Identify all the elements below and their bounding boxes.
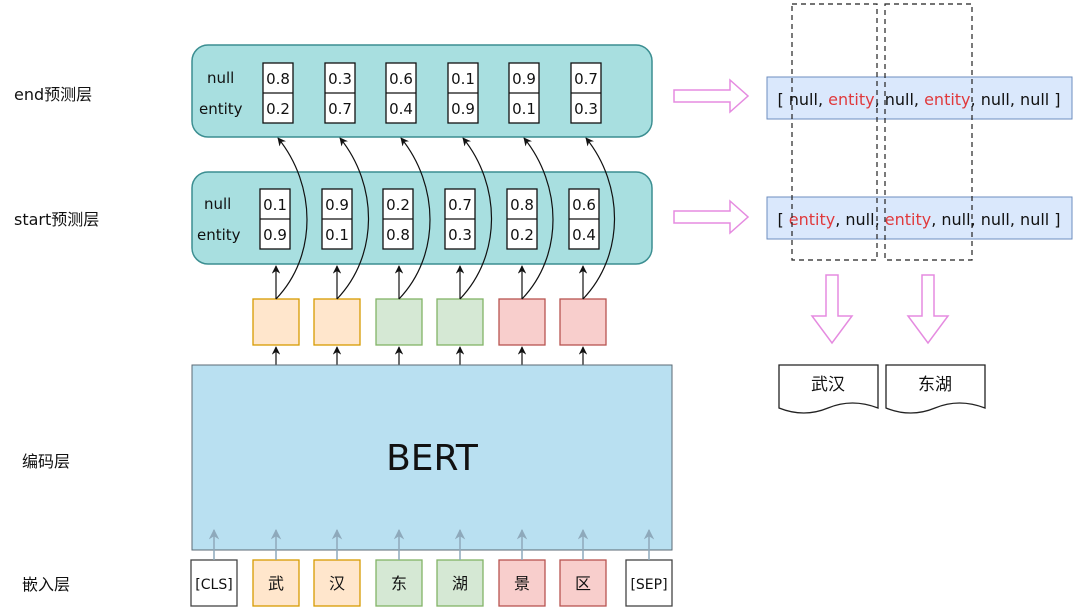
- end-entity-prob-4: 0.1: [512, 100, 536, 118]
- end-to-sequence-arrow: [673, 78, 750, 114]
- hidden-to-end-arrow-1: [336, 137, 370, 300]
- start-layer-label: start预测层: [14, 210, 99, 229]
- end-layer-label: end预测层: [14, 85, 92, 104]
- start-entity-prob-0: 0.9: [263, 226, 287, 244]
- end-entity-prob-3: 0.9: [451, 100, 475, 118]
- encoder-layer-label: 编码层: [22, 452, 70, 471]
- token-box-2: [313, 559, 361, 607]
- hidden-state-2: [375, 298, 423, 346]
- down-arrow-wuhan: [810, 274, 854, 345]
- start-null-prob-2: 0.2: [386, 196, 410, 214]
- token-label-1: 武: [268, 574, 284, 593]
- end_sequence-token-5: , null, null ]: [971, 90, 1061, 109]
- start_sequence-token-2: , null,: [835, 210, 885, 229]
- token-box-3: [375, 559, 423, 607]
- end_sequence-token-4: entity: [924, 90, 970, 109]
- hidden-state-5: [559, 298, 607, 346]
- token-label-4: 湖: [452, 574, 468, 593]
- start-entity-prob-2: 0.8: [386, 226, 410, 244]
- output-wuhan-label: 武汉: [811, 375, 845, 395]
- output-donghu-label: 东湖: [918, 375, 952, 395]
- start-sequence-text: [ entity, null, entity, null, null, null…: [777, 210, 1060, 229]
- connection-arrows: [271, 137, 616, 365]
- start_sequence-token-0: [: [777, 210, 788, 229]
- end-sequence-bar: [766, 76, 1073, 120]
- end-null-prob-4: 0.9: [512, 70, 536, 88]
- start_sequence-token-4: , null, null, null ]: [931, 210, 1060, 229]
- end-entity-prob-0: 0.2: [266, 100, 290, 118]
- end_sequence-token-0: [: [777, 90, 788, 109]
- hidden-state-3: [436, 298, 484, 346]
- token-box-0: [190, 559, 238, 607]
- token-label-0: [CLS]: [195, 577, 232, 593]
- span-box-donghu: [884, 3, 973, 261]
- span-box-wuhan: [791, 3, 878, 261]
- token-box-7: [625, 559, 673, 607]
- output-doc-wuhan: [778, 364, 879, 414]
- end-null-prob-3: 0.1: [451, 70, 475, 88]
- hidden-to-end-arrow-0: [275, 137, 308, 300]
- start_sequence-token-1: entity: [789, 210, 835, 229]
- token-box-1: [252, 559, 300, 607]
- end-prob-cells: 0.8 0.2 0.3 0.7 0.6 0.4 0.1 0.9 0.9 0.1 0.7 0.3: [262, 62, 602, 124]
- token-label-6: 区: [575, 574, 591, 593]
- token-label-7: [SEP]: [630, 577, 667, 593]
- token-box-5: [498, 559, 546, 607]
- token-box-6: [559, 559, 607, 607]
- start-sequence-bar: [766, 196, 1073, 240]
- token-boxes: [CLS] 武 汉 东 湖 景 区 [SEP]: [190, 528, 673, 607]
- hidden-to-end-arrow-3: [459, 137, 493, 300]
- hidden-state-boxes: [252, 298, 607, 346]
- token-label-2: 汉: [329, 574, 345, 593]
- end-null-prob-0: 0.8: [266, 70, 290, 88]
- hidden-to-end-arrow-5: [582, 137, 616, 300]
- output-doc-donghu: [885, 364, 986, 414]
- start-null-prob-1: 0.9: [325, 196, 349, 214]
- bert-encoder-box: [191, 364, 673, 551]
- start-null-prob-0: 0.1: [263, 196, 287, 214]
- end-entity-prob-5: 0.3: [574, 100, 598, 118]
- start-prob-cells: 0.1 0.9 0.9 0.1 0.2 0.8 0.7 0.3 0.8 0.2 0.6 0.4: [259, 188, 600, 250]
- hidden-to-end-arrow-4: [521, 137, 554, 300]
- end-null-label: null: [207, 69, 234, 87]
- end-null-prob-2: 0.6: [389, 70, 413, 88]
- hidden-to-end-arrow-2: [398, 137, 431, 300]
- token-label-5: 景: [514, 574, 530, 593]
- hidden-state-1: [313, 298, 361, 346]
- end_sequence-token-1: null,: [789, 90, 828, 109]
- token-box-4: [436, 559, 484, 607]
- start-entity-prob-4: 0.2: [510, 226, 534, 244]
- token-label-3: 东: [391, 574, 407, 593]
- hidden-state-0: [252, 298, 300, 346]
- end_sequence-token-2: entity: [828, 90, 874, 109]
- end-null-prob-5: 0.7: [574, 70, 598, 88]
- start-null-prob-3: 0.7: [448, 196, 472, 214]
- end-entity-label: entity: [199, 100, 243, 118]
- start-null-prob-5: 0.6: [572, 196, 596, 214]
- start-entity-prob-5: 0.4: [572, 226, 596, 244]
- down-arrow-donghu: [906, 274, 950, 345]
- end-entity-prob-2: 0.4: [389, 100, 413, 118]
- end-null-prob-1: 0.3: [328, 70, 352, 88]
- start-entity-label: entity: [197, 226, 241, 244]
- start-null-label: null: [204, 195, 231, 213]
- end-entity-prob-1: 0.7: [328, 100, 352, 118]
- start-entity-prob-3: 0.3: [448, 226, 472, 244]
- end-sequence-text: [ null, entity, null, entity, null, null…: [777, 90, 1060, 109]
- start-entity-prob-1: 0.1: [325, 226, 349, 244]
- start-null-prob-4: 0.8: [510, 196, 534, 214]
- bert-label: BERT: [386, 438, 479, 479]
- start-to-sequence-arrow: [673, 199, 750, 235]
- hidden-state-4: [498, 298, 546, 346]
- start_sequence-token-3: entity: [885, 210, 931, 229]
- embedding-layer-label: 嵌入层: [22, 575, 70, 594]
- end_sequence-token-3: , null,: [875, 90, 925, 109]
